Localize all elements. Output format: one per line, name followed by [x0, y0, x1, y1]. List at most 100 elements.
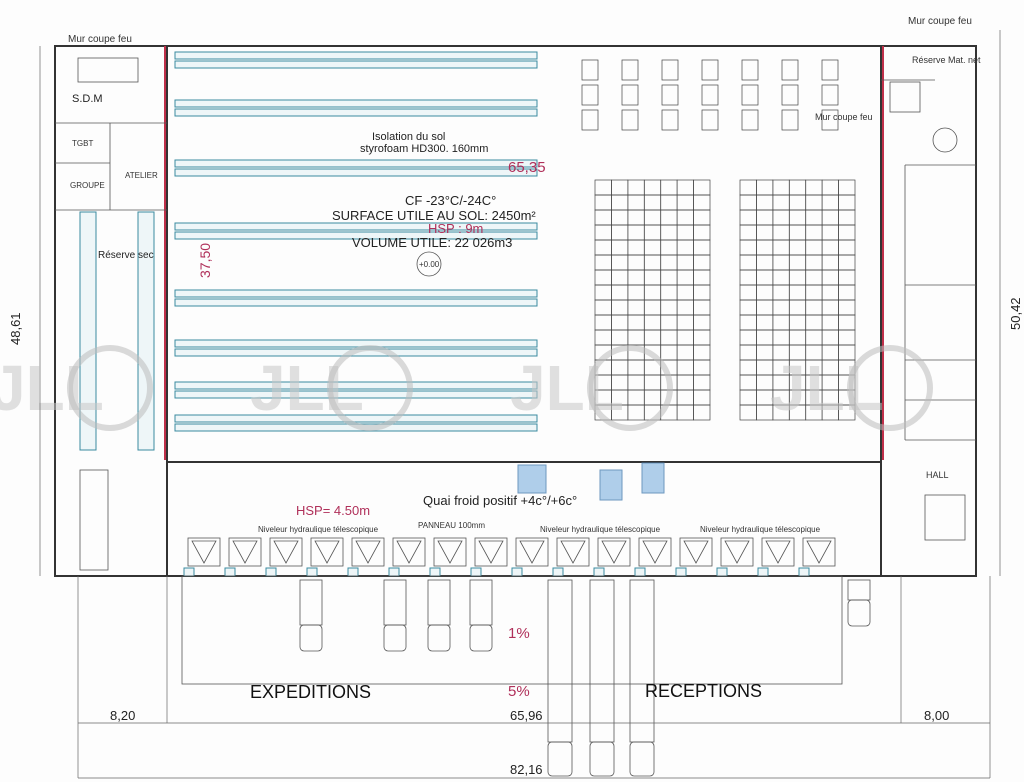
temperature-label: CF -23°C/-24C° [405, 193, 496, 208]
storage-bay [627, 209, 645, 226]
dimension-right-height: 50,42 [1008, 297, 1023, 330]
storage-bay [838, 314, 856, 331]
leveler-symbol [191, 540, 217, 564]
room-sdm: S.D.M [72, 93, 103, 105]
storage-bay [594, 329, 612, 346]
level-marker [416, 251, 442, 277]
storage-bay [756, 209, 774, 226]
storage-bay [805, 179, 823, 196]
storage-bay [693, 374, 711, 391]
storage-bay [643, 284, 662, 301]
storage-bay [788, 269, 807, 286]
storage-bay [838, 254, 856, 271]
storage-bay [772, 179, 790, 196]
right-annex [880, 45, 977, 577]
dock-door [183, 567, 195, 577]
storage-bay [660, 179, 678, 196]
dimension-65-35: 65,35 [508, 159, 546, 176]
leveler-symbol [560, 540, 586, 564]
storage-bay [643, 179, 662, 196]
leveler-symbol [601, 540, 627, 564]
storage-bay [739, 209, 757, 226]
storage-bay [821, 224, 839, 241]
dock-leveler [761, 537, 795, 567]
storage-bay [676, 299, 694, 316]
storage-bay [643, 389, 662, 406]
storage-bay [741, 59, 759, 81]
dock-leveler [310, 537, 344, 567]
storage-bay [660, 284, 678, 301]
truck-trailer [547, 579, 573, 743]
storage-bay [660, 224, 678, 241]
storage-bay [643, 329, 662, 346]
storage-bay [772, 224, 790, 241]
storage-bay [838, 239, 856, 256]
storage-bay [611, 329, 629, 346]
dock-leveler [474, 537, 508, 567]
storage-bay [821, 194, 839, 211]
storage-bay [643, 209, 662, 226]
dock-leveler [228, 537, 262, 567]
storage-bay [739, 404, 757, 421]
truck-trailer [629, 579, 655, 743]
level-label: +0.00 [419, 260, 440, 269]
receptions-label: RECEPTIONS [645, 681, 762, 701]
storage-bay [676, 194, 694, 211]
dock-door [757, 567, 769, 577]
storage-bay [756, 194, 774, 211]
storage-bay [660, 239, 678, 256]
room-hall: HALL [926, 470, 949, 480]
storage-bay [781, 84, 799, 106]
leveler-symbol [765, 540, 791, 564]
storage-bay [611, 224, 629, 241]
dock-leveler [515, 537, 549, 567]
storage-bay [772, 284, 790, 301]
storage-bay [676, 239, 694, 256]
rack-row [174, 51, 538, 60]
dock-door [429, 567, 441, 577]
storage-bay [693, 284, 711, 301]
storage-bay [756, 284, 774, 301]
dock-door [798, 567, 810, 577]
storage-bay [661, 59, 679, 81]
storage-bay [581, 59, 599, 81]
storage-bay [611, 299, 629, 316]
storage-bay [643, 194, 662, 211]
storage-bay [676, 269, 694, 286]
truck-trailer [847, 579, 871, 601]
storage-bay [643, 314, 662, 331]
storage-bay [788, 299, 807, 316]
storage-bay [627, 314, 645, 331]
storage-bay [821, 329, 839, 346]
storage-bay [693, 224, 711, 241]
dock-leveler [597, 537, 631, 567]
storage-bay [660, 314, 678, 331]
truck-trailer [299, 579, 323, 626]
dock-leveler [679, 537, 713, 567]
dimension-left-height: 48,61 [8, 312, 23, 345]
storage-bay [643, 224, 662, 241]
surface-label: SURFACE UTILE AU SOL: 2450m² [332, 208, 536, 223]
svg-text:JLL: JLL [250, 352, 364, 424]
hatched-area [517, 464, 547, 494]
storage-bay [805, 284, 823, 301]
dock-leveler [433, 537, 467, 567]
leveler-label-left: Niveleur hydraulique télescopique [258, 525, 379, 534]
room-reserve-sec: Réserve sec [98, 250, 154, 261]
insulation-label-2: styrofoam HD300. 160mm [360, 143, 488, 155]
slope-5: 5% [508, 683, 530, 700]
dock-door [675, 567, 687, 577]
storage-bay [594, 314, 612, 331]
storage-bay [627, 194, 645, 211]
truck-cab [383, 624, 407, 652]
storage-bay [821, 209, 839, 226]
storage-bay [581, 84, 599, 106]
storage-bay [693, 404, 711, 421]
storage-bay [821, 179, 839, 196]
storage-bay [693, 314, 711, 331]
dock-leveler [187, 537, 221, 567]
svg-text:JLL: JLL [770, 352, 884, 424]
storage-bay [805, 269, 823, 286]
storage-bay [621, 84, 639, 106]
